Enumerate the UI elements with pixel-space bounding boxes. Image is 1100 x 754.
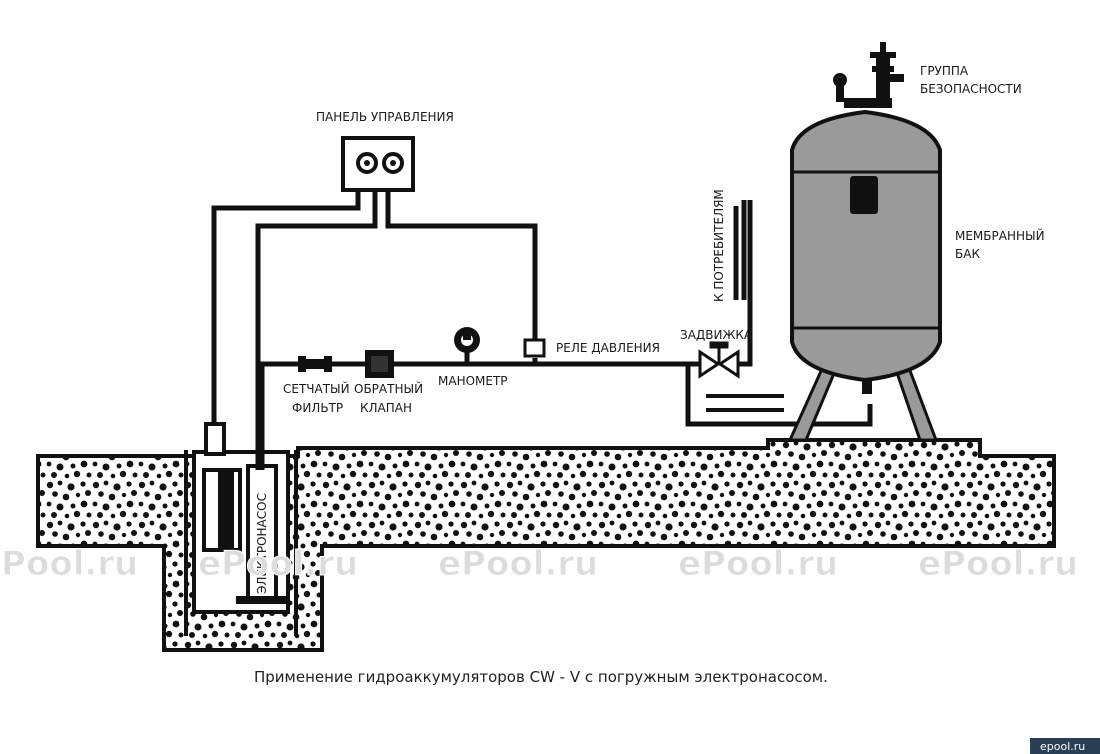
pressure-relay xyxy=(523,338,546,358)
pressure-relay-label: РЕЛЕ ДАВЛЕНИЯ xyxy=(556,341,660,355)
watermark-1: ePool.ru xyxy=(0,544,138,584)
watermark-4: ePool.ru xyxy=(678,544,838,584)
control-panel-label: ПАНЕЛЬ УПРАВЛЕНИЯ xyxy=(316,110,454,124)
membrane-tank-label-1: МЕМБРАННЫЙ xyxy=(955,228,1045,243)
ground-gravel xyxy=(36,438,1056,652)
control-panel xyxy=(341,136,415,192)
watermark-3: ePool.ru xyxy=(438,544,598,584)
consumer-pipe xyxy=(733,200,747,300)
electropump-label: ЭЛЕКТРОНАСОС xyxy=(255,493,269,594)
check-valve-label-1: ОБРАТНЫЙ xyxy=(354,381,423,396)
watermark-5: ePool.ru xyxy=(918,544,1078,584)
corner-mark-bg xyxy=(1030,738,1100,754)
check-valve xyxy=(365,350,394,378)
pipes xyxy=(211,190,873,470)
safety-group-label-1: ГРУППА xyxy=(920,64,969,78)
gate-valve xyxy=(698,341,740,379)
membrane-tank-label-2: БАК xyxy=(955,247,980,261)
safety-group-label-2: БЕЗОПАСНОСТИ xyxy=(920,82,1022,96)
check-valve-label-2: КЛАПАН xyxy=(360,401,412,415)
mesh-filter-label-1: СЕТЧАТЫЙ xyxy=(283,381,350,396)
manometer-label: МАНОМЕТР xyxy=(438,374,508,388)
mesh-filter xyxy=(298,356,332,372)
watermark-2: ePool.ru xyxy=(198,544,358,584)
manometer-gauge xyxy=(454,327,480,353)
tank-bottom-stubs xyxy=(706,394,784,412)
well-head xyxy=(204,422,226,456)
gate-valve-label: ЗАДВИЖКА xyxy=(680,328,753,342)
to-consumers-label: К ПОТРЕБИТЕЛЯМ xyxy=(712,189,726,302)
corner-mark: epool.ru xyxy=(1040,740,1085,753)
well-casing xyxy=(184,450,298,636)
membrane-tank xyxy=(787,42,942,442)
diagram-caption: Применение гидроаккумуляторов CW - V с п… xyxy=(254,668,828,686)
submersible-pump: ЭЛЕКТРОНАСОС xyxy=(236,464,288,604)
mesh-filter-label-2: ФИЛЬТР xyxy=(292,401,343,415)
